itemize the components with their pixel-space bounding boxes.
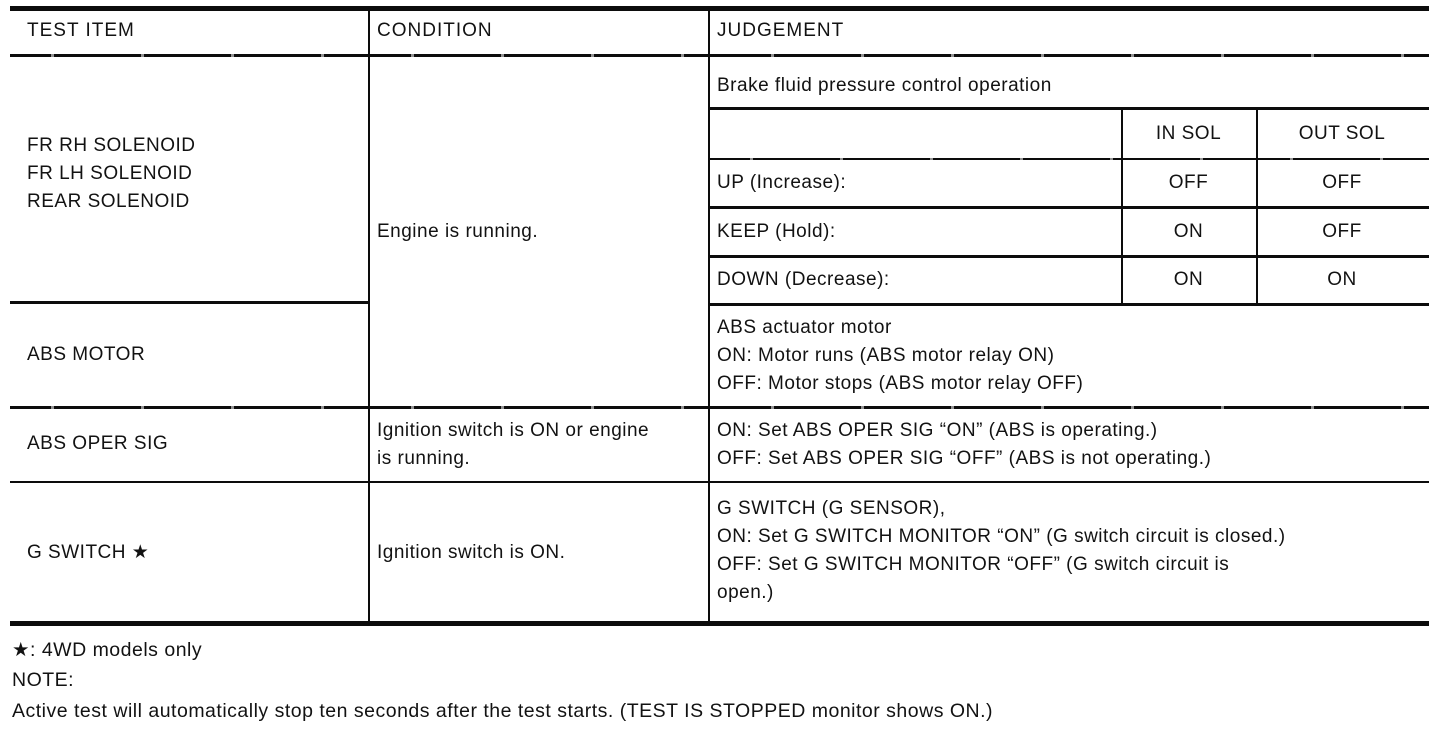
solenoid-line-1: FR RH SOLENOID	[27, 135, 196, 156]
g-switch-judgement-line-4: open.)	[717, 582, 774, 603]
subtable-insol-divider	[1121, 107, 1123, 306]
abs-oper-sig-test-item-cell: ABS OPER SIG	[27, 433, 169, 454]
abs-motor-judgement-line-1: ABS actuator motor	[717, 317, 892, 338]
testitem-condition-divider	[368, 6, 370, 624]
abs-motor-judgement-line-3: OFF: Motor stops (ABS motor relay OFF)	[717, 373, 1084, 394]
absmotor-abseropsig-divider	[10, 406, 1429, 409]
condition-judgement-divider	[708, 6, 710, 624]
subtable-row-down-label: DOWN (Decrease):	[717, 269, 890, 290]
subtable-row-keep-in-sol: ON	[1173, 221, 1204, 242]
g-switch-judgement-cell: G SWITCH (G SENSOR), ON: Set G SWITCH MO…	[717, 495, 1286, 607]
solenoid-test-item-cell: FR RH SOLENOID FR LH SOLENOID REAR SOLEN…	[27, 132, 196, 216]
brake-fluid-title: Brake fluid pressure control operation	[717, 75, 1052, 96]
footnote-star: ★: 4WD models only	[12, 639, 203, 661]
abs-oper-sig-condition-cell: Ignition switch is ON or engine is runni…	[377, 417, 649, 473]
subtable-up-row-divider	[709, 206, 1429, 209]
footnote-note-body: Active test will automatically stop ten …	[12, 700, 994, 722]
subtable-outsol-divider	[1256, 107, 1258, 306]
subtable-header-out-sol: OUT SOL	[1298, 123, 1386, 144]
column-header-test-item: TEST ITEM	[27, 20, 135, 41]
g-switch-test-item-cell: G SWITCH ★	[27, 542, 150, 563]
subtable-keep-row-divider	[709, 255, 1429, 258]
abs-motor-judgement-line-2: ON: Motor runs (ABS motor relay ON)	[717, 345, 1055, 366]
subtable-row-up-label: UP (Increase):	[717, 172, 847, 193]
subtable-row-keep-label: KEEP (Hold):	[717, 221, 836, 242]
g-switch-judgement-line-2: ON: Set G SWITCH MONITOR “ON” (G switch …	[717, 526, 1286, 547]
g-switch-judgement-line-1: G SWITCH (G SENSOR),	[717, 498, 946, 519]
abs-motor-judgement-cell: ABS actuator motor ON: Motor runs (ABS m…	[717, 314, 1083, 398]
subtable-row-down-in-sol: ON	[1173, 269, 1204, 290]
solenoid-condition-cell: Engine is running.	[377, 221, 539, 242]
subtable-row-keep-out-sol: OFF	[1322, 221, 1362, 242]
abs-oper-sig-judgement-line-2: OFF: Set ABS OPER SIG “OFF” (ABS is not …	[717, 448, 1212, 469]
judgement-subtable-top-line	[709, 107, 1429, 110]
g-switch-judgement-line-3: OFF: Set G SWITCH MONITOR “OFF” (G switc…	[717, 554, 1230, 575]
table-border-bottom	[10, 621, 1429, 626]
column-header-judgement: JUDGEMENT	[717, 20, 845, 41]
table-border-top	[10, 6, 1429, 11]
subtable-row-up-out-sol: OFF	[1322, 172, 1362, 193]
abs-oper-sig-condition-line-1: Ignition switch is ON or engine	[377, 420, 650, 441]
abs-oper-sig-condition-line-2: is running.	[377, 448, 471, 469]
subtable-header-in-sol: IN SOL	[1155, 123, 1222, 144]
subtable-row-up-in-sol: OFF	[1168, 172, 1209, 193]
absopersig-gswitch-divider	[10, 481, 1429, 483]
header-row-divider	[10, 54, 1429, 57]
subtable-header-divider	[709, 158, 1429, 160]
solenoid-line-2: FR LH SOLENOID	[27, 163, 193, 184]
footnote-note-label: NOTE:	[12, 669, 75, 691]
column-header-condition: CONDITION	[377, 20, 493, 41]
subtable-row-down-out-sol: ON	[1327, 269, 1357, 290]
subtable-bottom-line	[709, 303, 1429, 306]
abs-motor-test-item-cell: ABS MOTOR	[27, 344, 146, 365]
abs-oper-sig-judgement-cell: ON: Set ABS OPER SIG “ON” (ABS is operat…	[717, 417, 1211, 473]
solenoid-line-3: REAR SOLENOID	[27, 191, 190, 212]
abs-oper-sig-judgement-line-1: ON: Set ABS OPER SIG “ON” (ABS is operat…	[717, 420, 1158, 441]
solenoid-absmotor-divider	[10, 301, 369, 304]
g-switch-condition-cell: Ignition switch is ON.	[377, 542, 566, 563]
